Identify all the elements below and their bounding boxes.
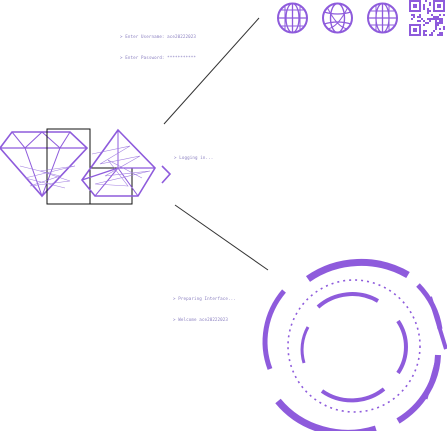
- connector-line-top: [163, 17, 260, 125]
- diamond-icons-group: [0, 126, 180, 206]
- password-prompt: > Enter Password: ***********: [120, 55, 197, 60]
- preparing-interface-status: > Preparing Interface...: [173, 296, 236, 301]
- frame-outline-left: [46, 128, 91, 205]
- qr-code-icon: [409, 0, 445, 36]
- username-prompt: > Enter Username: ace20222023: [120, 34, 197, 39]
- frame-outline-right: [89, 167, 133, 205]
- terminal-ready-block: > Preparing Interface... > Welcome ace20…: [173, 281, 236, 337]
- globe-grid-icon: [366, 1, 399, 35]
- globe-icon: [321, 1, 354, 35]
- logging-in-status: > Logging in...: [174, 155, 214, 160]
- dashed-ring-icon: [258, 251, 447, 431]
- connector-line-bottom: [174, 204, 269, 271]
- globe-grid-icon: [276, 1, 309, 35]
- terminal-status-block: > Logging in...: [174, 140, 213, 175]
- terminal-login-block: > Enter Username: ace20222023 > Enter Pa…: [120, 19, 196, 75]
- diamond-icon: [0, 131, 89, 198]
- welcome-message: > Welcome ace20222023: [173, 317, 229, 322]
- diamond-scribble-icon: [19, 128, 172, 197]
